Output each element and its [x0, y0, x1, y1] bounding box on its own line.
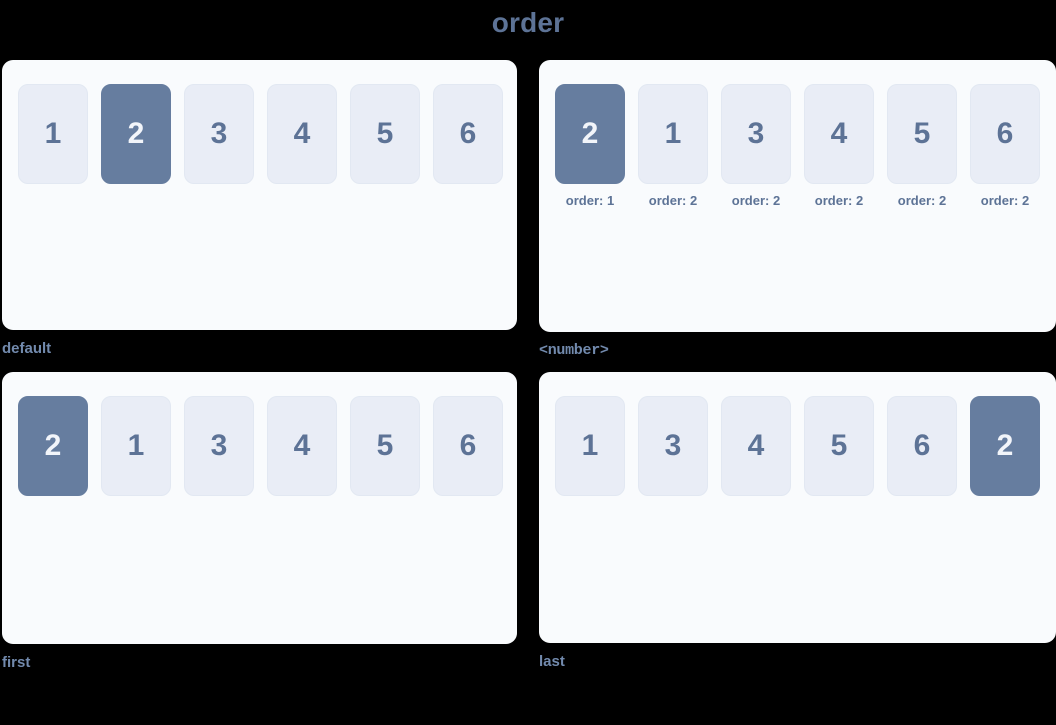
item-wrapper: 3 order: 2 [721, 84, 791, 209]
panel-caption: <number> [539, 342, 609, 359]
flex-item[interactable]: 3 [184, 396, 254, 496]
item-wrapper: 6 [433, 84, 503, 184]
order-value-label: order: 2 [980, 193, 1030, 208]
item-row: 2 order: 1 1 order: 2 3 order: 2 4 order: 2 5 ord… [539, 84, 1056, 209]
flex-item[interactable]: 4 [721, 396, 791, 496]
flex-item-highlighted[interactable]: 2 [18, 396, 88, 496]
item-wrapper: 5 [350, 84, 420, 184]
flex-item[interactable]: 6 [887, 396, 957, 496]
flex-item[interactable]: 5 [350, 84, 420, 184]
item-wrapper: 3 [184, 396, 254, 496]
flex-item[interactable]: 5 [887, 84, 957, 184]
item-wrapper: 5 [804, 396, 874, 496]
item-wrapper: 6 [887, 396, 957, 496]
item-wrapper: 4 order: 2 [804, 84, 874, 209]
flex-item[interactable]: 6 [970, 84, 1040, 184]
item-wrapper: 2 order: 1 [555, 84, 625, 209]
item-wrapper: 6 [433, 396, 503, 496]
flex-item[interactable]: 3 [638, 396, 708, 496]
flex-item[interactable]: 6 [433, 84, 503, 184]
panel-caption: last [539, 653, 565, 670]
flex-item[interactable]: 1 [638, 84, 708, 184]
item-wrapper: 2 [18, 396, 88, 496]
item-wrapper: 5 order: 2 [887, 84, 957, 209]
order-value-label: order: 2 [897, 193, 947, 208]
flex-item[interactable]: 1 [555, 396, 625, 496]
flex-item[interactable]: 1 [101, 396, 171, 496]
flex-item[interactable]: 4 [267, 396, 337, 496]
flex-item-highlighted[interactable]: 2 [101, 84, 171, 184]
panel-caption: first [2, 654, 31, 671]
demo-cell-number: 2 order: 1 1 order: 2 3 order: 2 4 order: 2 5 ord… [539, 60, 1056, 360]
item-wrapper: 1 [555, 396, 625, 496]
flex-item-highlighted[interactable]: 2 [970, 396, 1040, 496]
item-wrapper: 1 order: 2 [638, 84, 708, 209]
item-wrapper: 4 [267, 396, 337, 496]
flex-item[interactable]: 1 [18, 84, 88, 184]
flex-item[interactable]: 3 [721, 84, 791, 184]
order-value-label: order: 2 [731, 193, 781, 208]
item-wrapper: 6 order: 2 [970, 84, 1040, 209]
order-value-label: order: 1 [565, 193, 615, 208]
item-wrapper: 1 [101, 396, 171, 496]
item-wrapper: 1 [18, 84, 88, 184]
page-title: order [491, 7, 565, 38]
flex-item[interactable]: 3 [184, 84, 254, 184]
flex-item[interactable]: 4 [804, 84, 874, 184]
item-wrapper: 3 [184, 84, 254, 184]
item-wrapper: 2 [101, 84, 171, 184]
demo-panel: 2 order: 1 1 order: 2 3 order: 2 4 order: 2 5 ord… [539, 60, 1056, 332]
item-wrapper: 3 [638, 396, 708, 496]
order-value-label: order: 2 [814, 193, 864, 208]
flex-item[interactable]: 4 [267, 84, 337, 184]
item-wrapper: 4 [267, 84, 337, 184]
order-value-label: order: 2 [648, 193, 698, 208]
flex-item[interactable]: 6 [433, 396, 503, 496]
flex-item-highlighted[interactable]: 2 [555, 84, 625, 184]
item-wrapper: 2 [970, 396, 1040, 496]
panel-caption: default [2, 340, 52, 357]
item-wrapper: 4 [721, 396, 791, 496]
flex-item[interactable]: 5 [350, 396, 420, 496]
item-wrapper: 5 [350, 396, 420, 496]
flex-item[interactable]: 5 [804, 396, 874, 496]
